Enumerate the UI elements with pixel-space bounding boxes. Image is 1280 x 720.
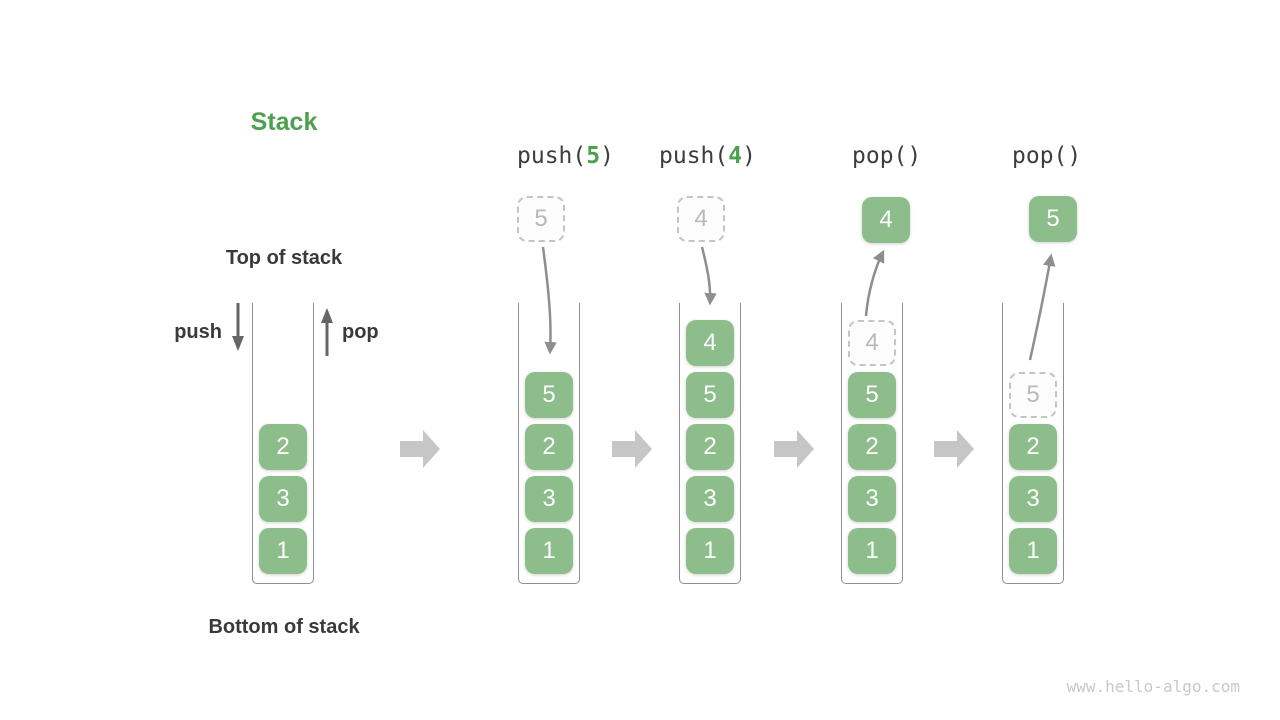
op-label-push-5: push(5) xyxy=(517,143,614,169)
step-arrow-icon-4 xyxy=(934,430,974,468)
stack-cell: 5 xyxy=(848,372,896,418)
stack-container-after-push-5 xyxy=(518,303,580,584)
op-fn-text: ) xyxy=(600,143,614,169)
op-arg-value: 5 xyxy=(586,143,601,169)
op-fn-text: ) xyxy=(742,143,756,169)
stack-container-initial xyxy=(252,303,314,584)
bottom-of-stack-label: Bottom of stack xyxy=(208,616,360,638)
incoming-value-ghost-box: 4 xyxy=(677,196,725,242)
step-arrow-icon-2 xyxy=(612,430,652,468)
op-fn-text: push( xyxy=(659,143,729,169)
stack-cell: 3 xyxy=(848,476,896,522)
stack-cell: 2 xyxy=(525,424,573,470)
diagram-title: Stack xyxy=(250,108,318,136)
removed-value-ghost-box: 4 xyxy=(848,320,896,366)
watermark: www.hello-algo.com xyxy=(1066,677,1240,696)
stack-cell: 4 xyxy=(686,320,734,366)
stack-cell: 5 xyxy=(686,372,734,418)
op-arg-value: 4 xyxy=(728,143,743,169)
step-arrow-icon-1 xyxy=(400,430,440,468)
step-arrow-icon-3 xyxy=(774,430,814,468)
stack-container-after-push-4 xyxy=(679,303,741,584)
stack-cell: 1 xyxy=(848,528,896,574)
op-label-pop-1: pop() xyxy=(852,143,922,169)
stack-cell: 2 xyxy=(686,424,734,470)
stack-cell: 3 xyxy=(259,476,307,522)
stack-cell: 2 xyxy=(1009,424,1057,470)
top-of-stack-label: Top of stack xyxy=(225,247,343,269)
push-4-motion-arrow-icon xyxy=(700,246,717,306)
stack-cell: 3 xyxy=(1009,476,1057,522)
stack-cell: 2 xyxy=(848,424,896,470)
incoming-value-ghost-box: 5 xyxy=(517,196,565,242)
stack-container-after-pop-1 xyxy=(841,303,903,584)
stack-cell: 3 xyxy=(525,476,573,522)
stack-container-after-pop-2 xyxy=(1002,303,1064,584)
stack-cell: 5 xyxy=(525,372,573,418)
removed-value-ghost-box: 5 xyxy=(1009,372,1057,418)
popped-value-box: 5 xyxy=(1029,196,1077,242)
op-label-pop-2: pop() xyxy=(1012,143,1082,169)
pop-label: pop xyxy=(342,321,379,343)
stack-cell: 2 xyxy=(259,424,307,470)
stack-cell: 1 xyxy=(686,528,734,574)
op-label-push-4: push(4) xyxy=(659,143,756,169)
push-label: push xyxy=(174,321,222,343)
stack-cell: 3 xyxy=(686,476,734,522)
popped-value-box: 4 xyxy=(862,197,910,243)
stack-cell: 1 xyxy=(259,528,307,574)
op-fn-text: push( xyxy=(517,143,587,169)
stack-cell: 1 xyxy=(525,528,573,574)
stack-cell: 1 xyxy=(1009,528,1057,574)
